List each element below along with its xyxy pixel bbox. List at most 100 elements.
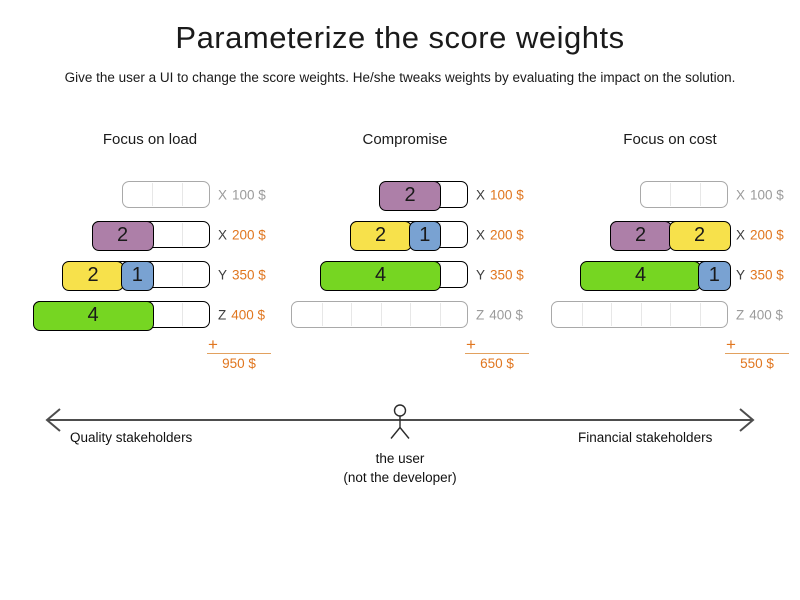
computer-letter: X (476, 227, 486, 242)
unit-divider (699, 303, 701, 326)
unit-divider (410, 223, 411, 246)
unit-divider (93, 303, 94, 326)
unit-divider (670, 263, 671, 286)
sum-total: 950 $ (222, 356, 256, 371)
computer-price: 350 $ (490, 267, 524, 282)
computer-letter: X (218, 227, 228, 242)
computer-letter: X (218, 187, 228, 202)
plus-sign: + (726, 335, 736, 354)
sum-total: 550 $ (740, 356, 774, 371)
process-block-blue: 1 (408, 220, 441, 251)
unit-divider (410, 263, 411, 286)
sum-line (465, 353, 529, 354)
sum-focus-on-cost: + 550 $ (725, 335, 789, 371)
computer-price: 100 $ (232, 187, 266, 202)
computer-price: 350 $ (232, 267, 266, 282)
unit-divider (63, 303, 65, 326)
computer-price: 400 $ (749, 307, 784, 322)
computer-letter: X (476, 187, 486, 202)
user-figure-icon (390, 404, 410, 439)
computer-price: 400 $ (489, 307, 524, 322)
computer-letter: X (736, 187, 746, 202)
computer-letter: X (736, 227, 746, 242)
process-block-purple: 2 (379, 180, 441, 211)
user-label-line1: the user (375, 451, 425, 466)
capacity-container: 2 X 200 $ (91, 220, 266, 251)
unit-divider (581, 303, 583, 326)
unit-divider (152, 183, 153, 206)
unit-divider (122, 263, 124, 286)
unit-divider (640, 303, 642, 326)
process-block-yellow: 2 (349, 220, 412, 251)
unit-divider (181, 303, 183, 326)
unit-divider (380, 303, 382, 326)
unit-divider (351, 303, 352, 326)
unit-divider (152, 223, 153, 246)
column-title-compromise: Compromise (362, 131, 448, 148)
unit-divider (122, 303, 124, 326)
capacity-container: 2 X 100 $ (379, 180, 524, 211)
sum-compromise: + 650 $ (465, 335, 529, 371)
row-label: Z 400 $ (476, 307, 523, 322)
process-block-purple: 2 (609, 220, 672, 251)
unit-divider (670, 303, 671, 326)
unit-divider (439, 303, 441, 326)
sum-line (725, 353, 789, 354)
unit-divider (439, 263, 441, 286)
sum-focus-on-load: + 950 $ (207, 335, 271, 371)
row-label: X 100 $ (218, 187, 266, 202)
column-title-focus-on-load: Focus on load (102, 131, 198, 148)
unit-divider (699, 263, 701, 286)
financial-stakeholders-label: Financial stakeholders (578, 430, 713, 445)
computer-price: 200 $ (750, 227, 784, 242)
quality-stakeholders-label: Quality stakeholders (70, 430, 193, 445)
process-block-yellow: 2 (668, 220, 731, 251)
unit-divider (351, 263, 352, 286)
capacity-container: X 100 $ (121, 181, 266, 208)
unit-divider (439, 223, 441, 246)
row-label: X 200 $ (736, 227, 784, 242)
stakeholder-axis (45, 404, 755, 439)
right-arrowhead-icon (739, 408, 755, 432)
process-block-purple: 2 (91, 220, 154, 251)
row-label: X 200 $ (218, 227, 266, 242)
process-block-yellow: 2 (62, 260, 124, 291)
unit-divider (152, 263, 153, 286)
unit-divider (181, 183, 183, 206)
unit-divider (181, 223, 183, 246)
capacity-container: Z 400 $ (291, 301, 523, 328)
unit-divider (122, 223, 124, 246)
computer-price: 200 $ (490, 227, 524, 242)
unit-divider (640, 263, 642, 286)
row-label: Y 350 $ (218, 267, 266, 282)
unit-divider (380, 223, 382, 246)
unit-divider (670, 183, 671, 206)
computer-letter: Y (218, 267, 228, 282)
unit-divider (611, 303, 612, 326)
computer-price: 100 $ (490, 187, 524, 202)
computer-letter: Y (736, 267, 746, 282)
unit-divider (439, 183, 441, 206)
process-block-blue: 1 (698, 260, 731, 291)
process-block-green: 4 (320, 260, 441, 291)
row-label: X 200 $ (476, 227, 524, 242)
computer-price: 200 $ (232, 227, 266, 242)
unit-divider (93, 263, 94, 286)
process-block-green: 4 (32, 300, 154, 331)
row-label: X 100 $ (476, 187, 524, 202)
page-title: Parameterize the score weights (175, 20, 625, 55)
unit-divider (699, 223, 701, 246)
computer-letter: Z (476, 307, 485, 322)
plus-sign: + (208, 335, 218, 354)
